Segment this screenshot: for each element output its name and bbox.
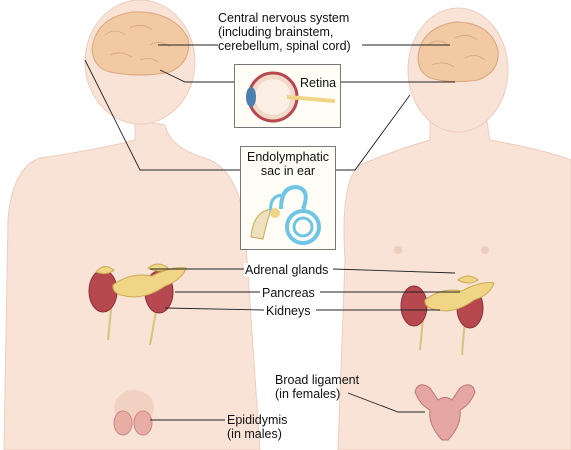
label-broad-ligament-line2: (in females) [275,387,341,401]
male-adrenal-left [95,266,115,275]
male-figure [3,0,261,450]
retina-inset [234,64,341,128]
male-brain-folds [104,25,171,63]
label-cns-line3: cerebellum, spinal cord) [218,39,351,53]
male-kidney-left [88,269,118,313]
label-broad-ligament-line1: Broad ligament [275,373,360,387]
female-breast-left [394,246,402,254]
male-testis-left [113,410,133,436]
label-endolymphatic-line2: sac in ear [260,164,316,178]
label-cns-line2: (including brainstem, [218,25,334,39]
label-pancreas: Pancreas [261,286,316,300]
female-brain [417,21,499,83]
ear-inset: Endolymphatic sac in ear [240,146,336,250]
label-cns-line1: Central nervous system [218,11,350,25]
female-body [337,109,571,450]
label-kidneys: Kidneys [265,304,312,318]
male-abdominal-organs [88,263,187,346]
eye-icon [246,71,336,123]
label-retina: Retina [299,76,338,90]
male-brain [91,11,190,76]
inner-ear-icon [250,184,321,245]
label-endolymphatic-line1: Endolymphatic [247,150,329,164]
male-pancreas [112,267,187,298]
female-figure [337,7,571,450]
female-breast-right [481,246,489,254]
label-epididymis-line2: (in males) [227,427,282,441]
label-adrenal-glands: Adrenal glands [244,263,330,277]
female-brain-folds [427,35,486,68]
female-adrenal-right [457,275,479,284]
label-epididymis-line1: Epididymis [227,413,288,427]
male-testis-right [133,410,153,436]
leader-lines [84,44,460,421]
female-abdominal-organs [400,275,495,356]
uterus [414,384,476,441]
